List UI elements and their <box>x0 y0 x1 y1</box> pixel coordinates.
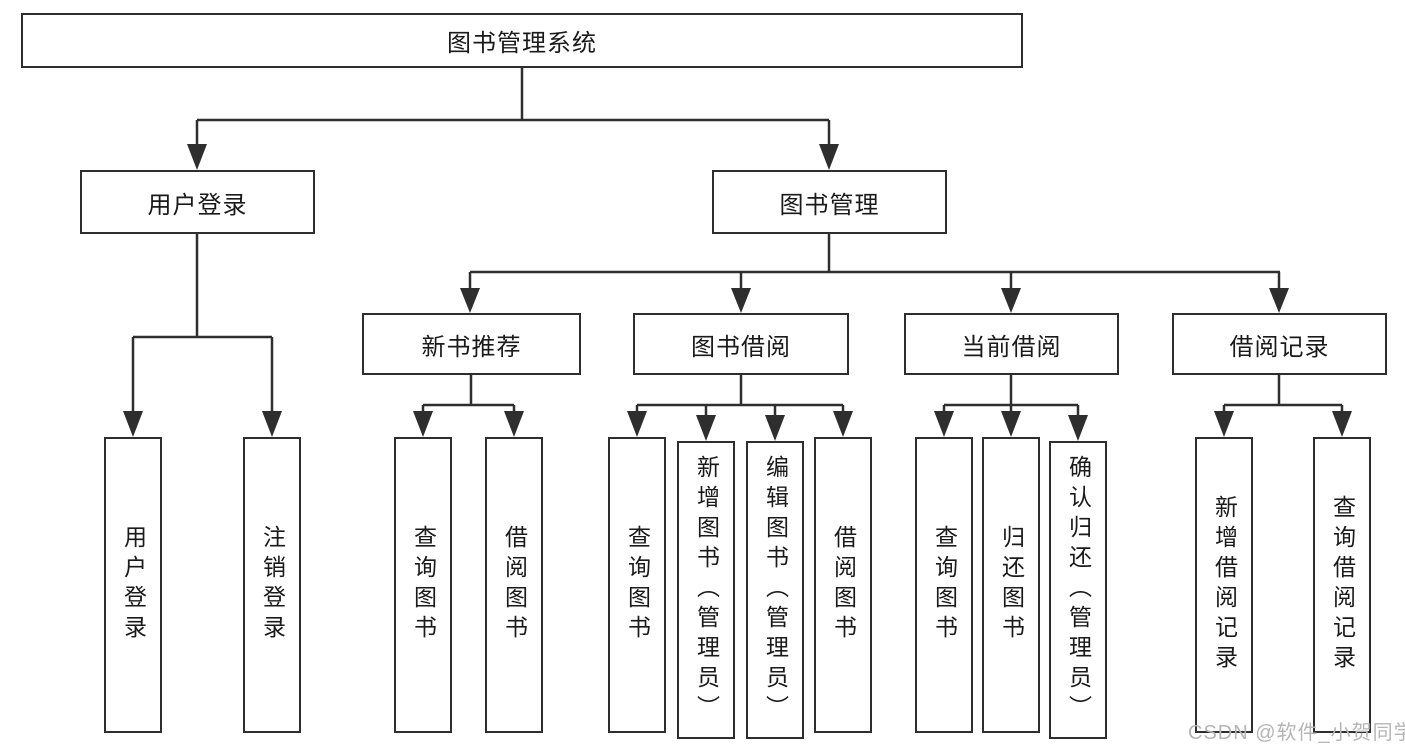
leaf-return-books-label: 归还图书 <box>998 525 1025 645</box>
leaf-add-book-admin: 新增图书（管理员） <box>677 441 735 739</box>
node-book-borrowing: 图书借阅 <box>633 313 849 375</box>
node-borrowing-records-label: 借阅记录 <box>1229 333 1330 361</box>
leaf-user-login-label: 用户登录 <box>120 525 147 645</box>
node-new-book-recommendation: 新书推荐 <box>362 313 581 375</box>
leaf-borrow-books-recommend: 借阅图书 <box>485 437 543 733</box>
leaf-add-book-admin-label: 新增图书（管理员） <box>693 455 720 725</box>
leaf-edit-book-admin-label: 编辑图书（管理员） <box>762 455 789 725</box>
node-library-management-system-label: 图书管理系统 <box>447 30 597 57</box>
leaf-logout-label: 注销登录 <box>259 525 286 645</box>
leaf-query-books-recommend: 查询图书 <box>394 437 452 733</box>
node-current-borrowing-label: 当前借阅 <box>961 333 1062 361</box>
leaf-query-borrow-record-label: 查询借阅记录 <box>1329 495 1356 675</box>
node-book-management-label: 图书管理 <box>779 191 880 219</box>
leaf-logout: 注销登录 <box>243 437 301 733</box>
node-book-borrowing-label: 图书借阅 <box>691 333 791 361</box>
leaf-add-borrow-record: 新增借阅记录 <box>1195 437 1253 733</box>
leaf-edit-book-admin: 编辑图书（管理员） <box>746 441 804 739</box>
leaf-add-borrow-record-label: 新增借阅记录 <box>1211 495 1238 675</box>
leaf-borrow-books-borrowing: 借阅图书 <box>814 437 872 733</box>
leaf-query-books-borrowing-label: 查询图书 <box>624 525 651 645</box>
node-borrowing-records: 借阅记录 <box>1172 313 1387 375</box>
leaf-query-books-current: 查询图书 <box>915 437 973 733</box>
leaf-borrow-books-recommend-label: 借阅图书 <box>501 525 528 645</box>
leaf-query-books-borrowing: 查询图书 <box>608 437 666 733</box>
leaf-query-books-current-label: 查询图书 <box>931 525 958 645</box>
node-user-login: 用户登录 <box>80 170 315 234</box>
leaf-query-books-recommend-label: 查询图书 <box>410 525 437 645</box>
node-user-login-label: 用户登录 <box>147 191 248 219</box>
node-library-management-system: 图书管理系统 <box>21 13 1023 68</box>
leaf-confirm-return-admin-label: 确认归还（管理员） <box>1065 455 1092 725</box>
leaf-confirm-return-admin: 确认归还（管理员） <box>1049 441 1107 739</box>
leaf-query-borrow-record: 查询借阅记录 <box>1313 437 1371 733</box>
node-current-borrowing: 当前借阅 <box>904 313 1119 375</box>
watermark-text: CSDN @软件_小贺同学 <box>1188 722 1405 744</box>
leaf-return-books: 归还图书 <box>982 437 1040 733</box>
leaf-user-login: 用户登录 <box>104 437 162 733</box>
leaf-borrow-books-borrowing-label: 借阅图书 <box>830 525 857 645</box>
node-book-management: 图书管理 <box>712 170 947 234</box>
node-new-book-recommendation-label: 新书推荐 <box>421 333 522 361</box>
